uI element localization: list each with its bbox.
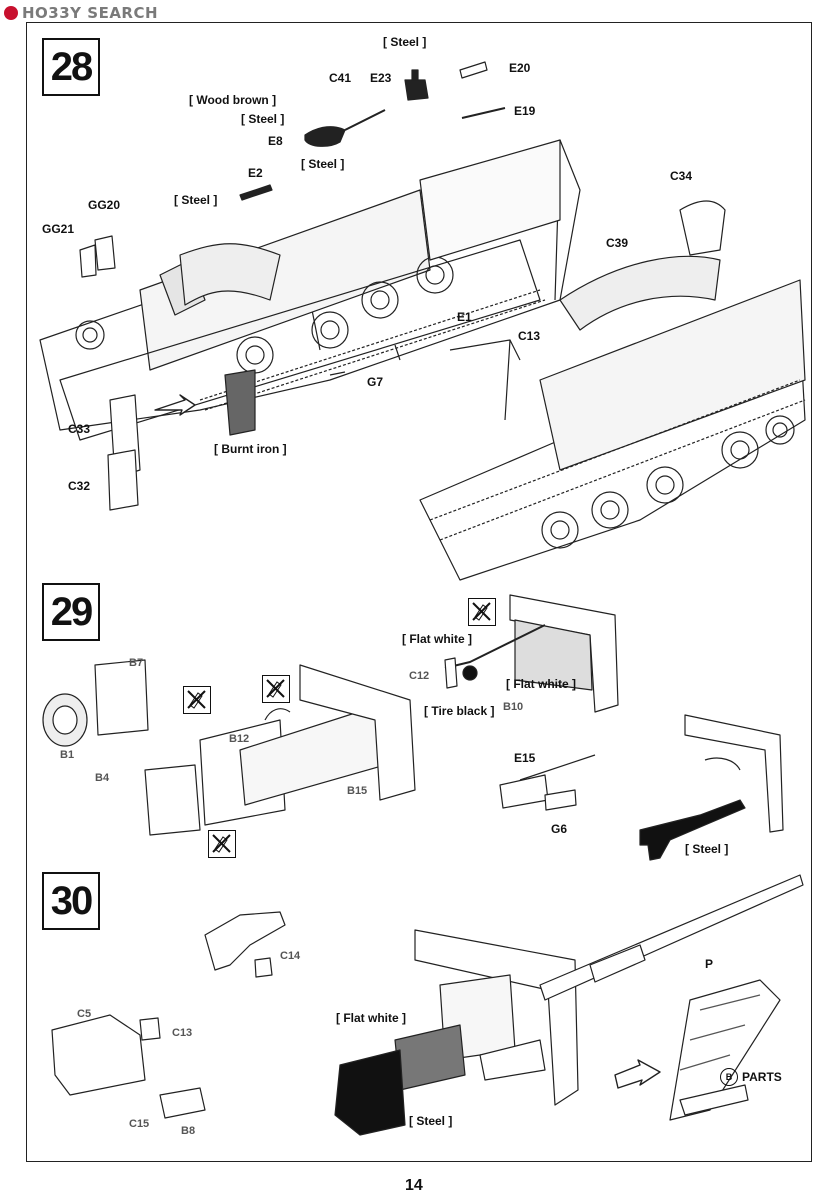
part-label-c32: C32 bbox=[68, 479, 91, 493]
part-label-g6: G6 bbox=[551, 822, 568, 836]
e20-part bbox=[459, 61, 488, 79]
callout-steel: [ Steel ] bbox=[383, 35, 427, 49]
callout-steel: [ Steel ] bbox=[241, 112, 285, 126]
callout-steel: [ Steel ] bbox=[301, 157, 345, 171]
callout-burnt-iron: [ Burnt iron ] bbox=[214, 442, 287, 456]
callout-flat-white: [ Flat white ] bbox=[402, 632, 472, 646]
part-label-b4: B4 bbox=[95, 772, 110, 784]
part-label-e1: E1 bbox=[457, 310, 472, 324]
part-label-e15: E15 bbox=[514, 751, 536, 765]
arrow-icon-30 bbox=[614, 1059, 661, 1089]
part-label-c13: C13 bbox=[518, 329, 541, 343]
part-label-c15: C15 bbox=[129, 1118, 150, 1130]
watermark-text: HO33Y SEARCH bbox=[22, 4, 159, 22]
part-label-p: P bbox=[705, 957, 714, 971]
part-label-c14: C14 bbox=[280, 950, 301, 962]
part-label-e20: E20 bbox=[509, 61, 531, 75]
part-label-b8: B8 bbox=[181, 1125, 196, 1137]
callout-flat-white: [ Flat white ] bbox=[336, 1011, 406, 1025]
e2-part bbox=[239, 184, 273, 201]
part-label-c39: C39 bbox=[606, 236, 629, 250]
step-number-29: 29 bbox=[42, 583, 100, 641]
part-label-b1: B1 bbox=[60, 749, 75, 761]
part-label-b10: B10 bbox=[503, 701, 524, 713]
gg20-part bbox=[94, 235, 116, 271]
step-number-30: 30 bbox=[42, 872, 100, 930]
no-glue-icon bbox=[183, 686, 211, 714]
part-label-b7: B7 bbox=[129, 657, 144, 669]
part-label-e2: E2 bbox=[248, 166, 263, 180]
hobbysearch-logo-icon bbox=[4, 6, 18, 20]
part-label-b15: B15 bbox=[347, 785, 368, 797]
step29-assembly bbox=[42, 594, 784, 861]
page-frame bbox=[26, 22, 812, 1162]
part-label-c5: C5 bbox=[77, 1008, 92, 1020]
step-number-28: 28 bbox=[42, 38, 100, 96]
step28-hull-right bbox=[419, 200, 806, 581]
c39-part bbox=[559, 255, 721, 331]
part-label-c41: C41 bbox=[329, 71, 352, 85]
part-label-b12: B12 bbox=[229, 733, 250, 745]
step30-assembly bbox=[51, 874, 804, 1136]
part-label-gg21: GG21 bbox=[42, 222, 75, 236]
parts-reference: B PARTS bbox=[720, 1068, 782, 1086]
e8-part bbox=[304, 126, 346, 147]
callout-tire-black: [ Tire black ] bbox=[424, 704, 495, 718]
parts-label: PARTS bbox=[742, 1070, 782, 1084]
c34-part bbox=[679, 200, 726, 256]
watermark: HO33Y SEARCH bbox=[4, 2, 158, 24]
part-label-e8: E8 bbox=[268, 134, 283, 148]
no-glue-icon bbox=[468, 598, 496, 626]
part-label-c12: C12 bbox=[409, 670, 430, 682]
part-label-e23: E23 bbox=[370, 71, 392, 85]
c32-part bbox=[107, 449, 139, 511]
callout-wood-brown: [ Wood brown ] bbox=[189, 93, 277, 107]
part-label-gg20: GG20 bbox=[88, 198, 121, 212]
callout-steel: [ Steel ] bbox=[685, 842, 729, 856]
no-glue-icon bbox=[208, 830, 236, 858]
part-label-c13: C13 bbox=[172, 1027, 193, 1039]
burnt-iron-part bbox=[224, 369, 256, 436]
part-label-c33: C33 bbox=[68, 422, 91, 436]
callout-flat-white: [ Flat white ] bbox=[506, 677, 576, 691]
p-gun-barrel bbox=[539, 874, 804, 1001]
part-label-g7: G7 bbox=[367, 375, 384, 389]
page-number: 14 bbox=[405, 1177, 423, 1194]
c13-part bbox=[449, 339, 521, 421]
part-label-e19: E19 bbox=[514, 104, 536, 118]
e23-part bbox=[404, 79, 429, 101]
no-glue-icon bbox=[262, 675, 290, 703]
e19-part bbox=[461, 107, 506, 119]
step28-hull-left bbox=[39, 139, 581, 441]
callout-steel: [ Steel ] bbox=[409, 1114, 453, 1128]
arrow-icon bbox=[154, 394, 196, 416]
callout-steel: [ Steel ] bbox=[174, 193, 218, 207]
part-label-c34: C34 bbox=[670, 169, 693, 183]
parts-badge-icon: B bbox=[720, 1068, 738, 1086]
